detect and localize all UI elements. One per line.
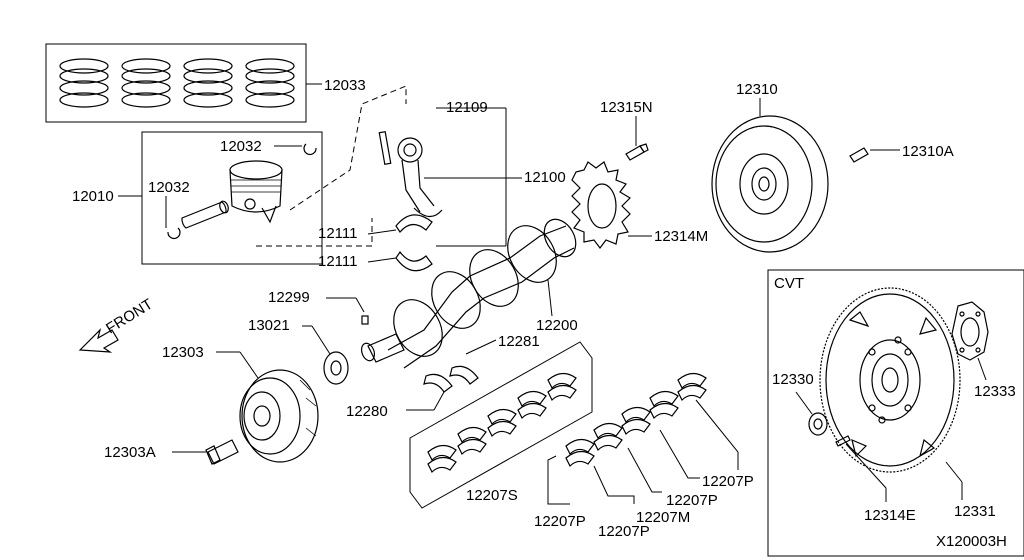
main-bearing-1 (565, 438, 595, 468)
label-12033: 12033 (324, 77, 366, 94)
label-12330: 12330 (772, 371, 814, 388)
bolt-12310A (849, 147, 869, 163)
main-bearing-5 (677, 372, 707, 402)
piston (229, 160, 283, 224)
cvt-inset: CVT 12331 (767, 269, 1024, 557)
label-13021: 13021 (248, 317, 290, 334)
connecting-rod (378, 131, 443, 218)
drive-plate-12331 (819, 287, 961, 473)
label-12280: 12280 (346, 403, 388, 420)
label-12111-upper: 12111 (318, 225, 358, 242)
label-12303A: 12303A (104, 444, 156, 461)
label-12207P-4: 12207P (702, 473, 754, 490)
label-12109: 12109 (446, 99, 488, 116)
piston-ring-set (45, 43, 307, 123)
label-12310: 12310 (736, 81, 778, 98)
ring-stack-1 (59, 58, 109, 108)
ring-stack-2 (121, 58, 171, 108)
reinforcement-plate-12333 (951, 301, 989, 361)
assembly-link-lower (256, 218, 373, 247)
label-12315N: 12315N (600, 99, 653, 116)
main-bearing-4 (649, 390, 679, 420)
crankshaft (360, 218, 577, 369)
conrod-bearing-lower (395, 250, 433, 272)
piston-assembly-box (141, 131, 323, 265)
ring-stack-4 (245, 58, 295, 108)
label-12111-lower: 12111 (318, 253, 358, 270)
front-arrow (78, 328, 119, 353)
label-12100: 12100 (524, 169, 566, 186)
label-12299: 12299 (268, 289, 310, 306)
label-12032-left: 12032 (148, 179, 190, 196)
label-12281: 12281 (498, 333, 540, 350)
label-12207P-3: 12207P (666, 492, 718, 509)
pulley-bolt (205, 439, 239, 465)
label-12207P-1: 12207P (534, 513, 586, 530)
label-12303: 12303 (162, 344, 204, 361)
label-12200: 12200 (536, 317, 578, 334)
label-12310A: 12310A (902, 143, 954, 160)
label-12207S: 12207S (466, 487, 518, 504)
main-bearing-2 (593, 422, 623, 452)
pin-12314E (835, 435, 851, 447)
label-12331: 12331 (954, 503, 996, 520)
label-12207M: 12207M (636, 509, 690, 526)
main-bearing-set (409, 341, 593, 509)
conrod-bearing-upper (395, 214, 433, 233)
piston-pin (181, 200, 229, 229)
diagram-id: X120003H (936, 533, 1007, 550)
bolt-12315N (625, 143, 649, 161)
snap-ring-left (167, 227, 181, 240)
label-cvt: CVT (774, 275, 804, 292)
crank-key (361, 315, 369, 325)
snap-ring-right (303, 143, 317, 156)
front-label: FRONT (103, 296, 156, 338)
label-12032-top: 12032 (220, 138, 262, 155)
ring-stack-3 (183, 58, 233, 108)
assembly-link-upper (289, 85, 407, 211)
label-12314M: 12314M (654, 228, 708, 245)
thrust-washer-12280 (423, 373, 453, 393)
label-12010: 12010 (72, 188, 114, 205)
thrust-washer-12281 (449, 365, 479, 385)
label-12314E: 12314E (864, 507, 916, 524)
label-12333: 12333 (974, 383, 1016, 400)
crank-pulley (239, 369, 319, 463)
label-12207P-2: 12207P (598, 523, 650, 540)
crank-sprocket (323, 351, 349, 385)
main-bearing-3 (621, 406, 651, 436)
spacer-12330 (808, 412, 828, 436)
flywheel-12310 (711, 115, 829, 253)
signal-plate-12314M (571, 161, 631, 249)
